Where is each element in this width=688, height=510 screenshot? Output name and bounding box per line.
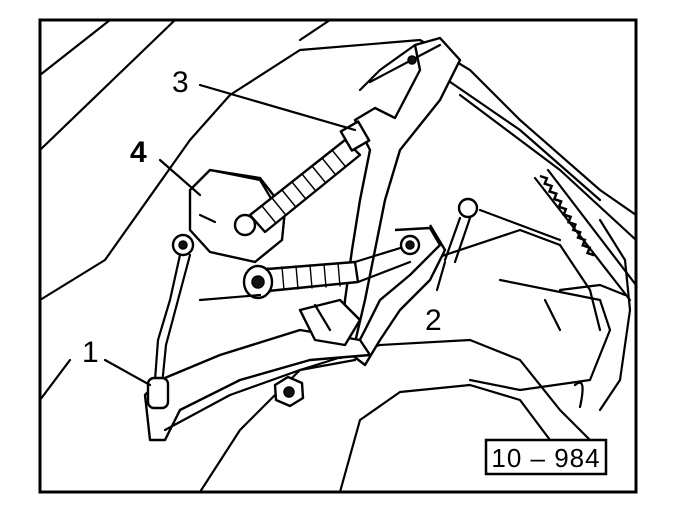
reference-code: 10 – 984 (491, 443, 600, 473)
lower-lever (143, 298, 372, 442)
cable (146, 253, 262, 410)
leader-line-3 (198, 83, 357, 132)
reference-code-box: 10 – 984 (484, 438, 608, 476)
leader-line-4 (158, 158, 202, 197)
callout-1: 1 (82, 336, 99, 369)
support-bracket (171, 168, 287, 264)
figure-frame (38, 18, 638, 494)
lower-spring (242, 243, 412, 300)
adjuster-bolt (443, 197, 479, 264)
hex-nut (273, 375, 305, 408)
leader-line-2 (435, 260, 447, 292)
upper-lever (338, 36, 462, 360)
serrated-strip (533, 168, 638, 302)
engine-bay-contours (38, 18, 638, 494)
callout-4: 4 (130, 136, 147, 169)
upper-spring (233, 120, 371, 237)
callout-3: 3 (172, 66, 189, 99)
leader-line-1 (103, 358, 152, 387)
callout-2: 2 (425, 304, 442, 337)
